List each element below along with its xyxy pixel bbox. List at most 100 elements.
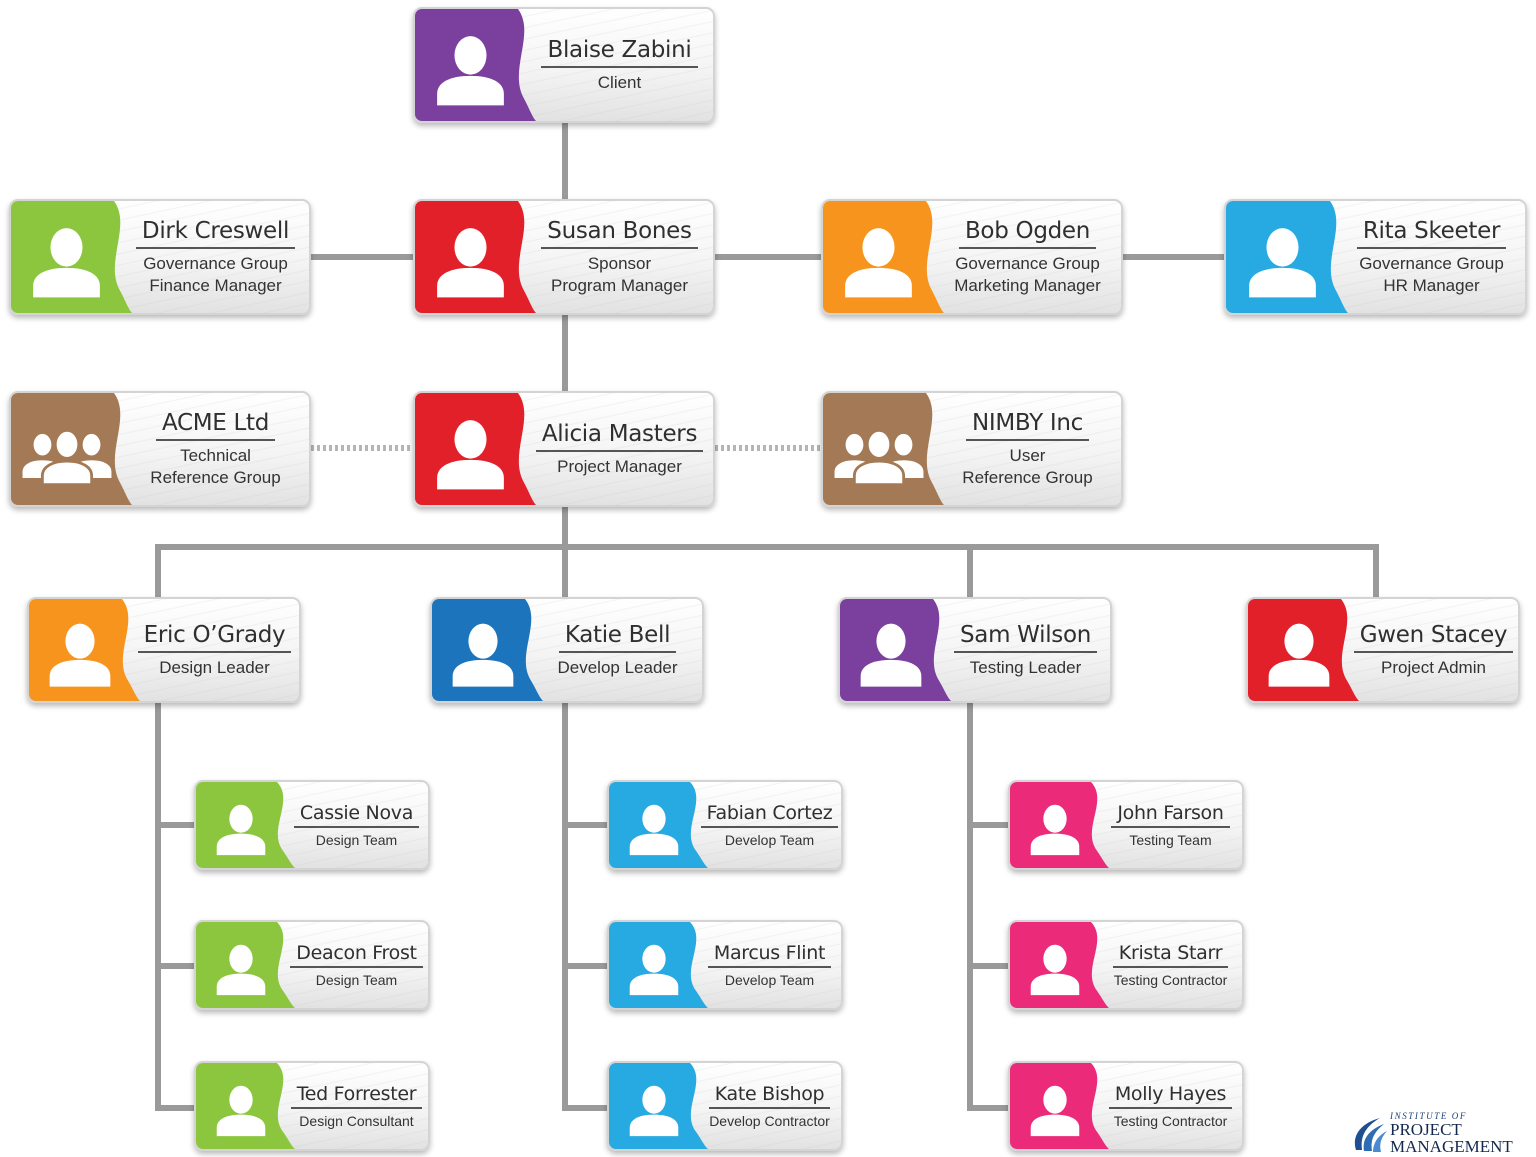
- card-name: John Farson: [1111, 802, 1230, 828]
- card-sheen: [108, 201, 309, 313]
- card-role: Marketing Manager: [954, 275, 1101, 295]
- card-role: Design Leader: [159, 657, 270, 677]
- card-name: Susan Bones: [541, 218, 698, 249]
- connector-katie-to-kate: [562, 966, 607, 1111]
- logo-swoosh-icon: [1354, 1118, 1387, 1152]
- card-name: Cassie Nova: [293, 802, 420, 828]
- card-name: Marcus Flint: [707, 942, 832, 968]
- card-name: Dirk Creswell: [135, 218, 296, 249]
- card-name: NIMBY Inc: [965, 410, 1090, 441]
- card-role: Design Team: [315, 971, 398, 988]
- card-role: Develop Team: [724, 831, 815, 848]
- person-icon: [840, 223, 917, 305]
- institute-logo: INSTITUTE OF PROJECT MANAGEMENT: [1350, 1108, 1532, 1156]
- connector-eric-to-cassie: [155, 703, 194, 828]
- card-name: Kate Bishop: [708, 1083, 831, 1109]
- card-name: Deacon Frost: [290, 942, 423, 968]
- card-sheen: [1085, 922, 1242, 1008]
- card-name: Eric O’Grady: [137, 622, 292, 653]
- card-sheen: [512, 9, 713, 121]
- logo-small-text: INSTITUTE OF: [1390, 1111, 1467, 1121]
- card-name: Molly Hayes: [1108, 1083, 1233, 1109]
- card-role: Governance Group: [955, 253, 1100, 273]
- card-role: User: [1009, 445, 1046, 465]
- card-sheen: [512, 393, 713, 505]
- person-icon: [432, 415, 509, 497]
- card-role: Testing Contractor: [1113, 1112, 1228, 1129]
- card-role: Testing Team: [1129, 831, 1212, 848]
- card-role: Develop Leader: [557, 657, 678, 677]
- person-icon: [448, 619, 518, 694]
- card-sheen: [684, 1063, 841, 1149]
- card-name: Katie Bell: [558, 622, 677, 653]
- card-role: Governance Group: [143, 253, 288, 273]
- card-name: Fabian Cortez: [700, 802, 839, 828]
- card-name: Ted Forrester: [290, 1083, 423, 1109]
- card-role: Reference Group: [962, 467, 1093, 487]
- card-name: Blaise Zabini: [541, 37, 698, 68]
- connector-eric-to-deacon: [155, 825, 194, 969]
- card-name: ACME Ltd: [155, 410, 276, 441]
- card-sheen: [920, 393, 1121, 505]
- card-role: Governance Group: [1359, 253, 1504, 273]
- connector-alicia-to-sam: [565, 544, 973, 597]
- person-icon: [856, 619, 926, 694]
- card-sheen: [1085, 782, 1242, 868]
- card-sheen: [927, 599, 1110, 701]
- card-role: Design Consultant: [299, 1112, 414, 1129]
- person-icon: [432, 31, 509, 113]
- card-name: Gwen Stacey: [1353, 622, 1514, 653]
- person-icon: [1264, 619, 1334, 694]
- person-icon: [213, 1082, 269, 1143]
- card-sheen: [512, 201, 713, 313]
- person-icon: [1244, 223, 1321, 305]
- card-role: HR Manager: [1383, 275, 1480, 295]
- card-role: Finance Manager: [149, 275, 282, 295]
- card-sheen: [108, 393, 309, 505]
- card-sheen: [684, 782, 841, 868]
- card-role: Develop Contractor: [709, 1112, 830, 1129]
- person-icon: [213, 941, 269, 1002]
- card-name: Bob Ogden: [958, 218, 1097, 249]
- card-sheen: [116, 599, 299, 701]
- card-role: Design Team: [315, 831, 398, 848]
- card-sheen: [684, 922, 841, 1008]
- card-role: Testing Contractor: [1113, 971, 1228, 988]
